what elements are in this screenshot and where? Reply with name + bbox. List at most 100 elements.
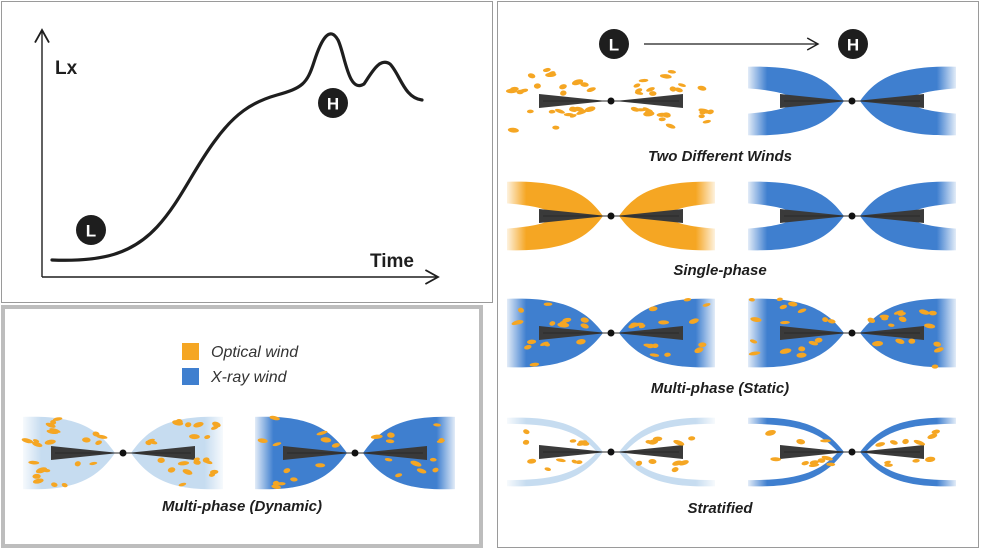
- optical-wind-clump: [801, 461, 809, 466]
- optical-wind-clump: [814, 337, 823, 343]
- optical-wind-clump: [526, 109, 534, 114]
- optical-wind-clump: [817, 458, 826, 463]
- optical-wind-clump: [527, 73, 536, 79]
- optical-wind-clump: [177, 461, 190, 466]
- compact-object: [351, 449, 359, 457]
- optical-wind-clump: [638, 78, 649, 83]
- optical-wind-clump: [51, 482, 58, 488]
- optical-wind-clump: [902, 438, 909, 445]
- optical-wind-clump: [694, 347, 704, 354]
- optical-wind-clump: [527, 458, 537, 464]
- optical-wind-clump: [385, 439, 395, 444]
- optical-wind-clump: [544, 467, 552, 472]
- optical-wind-clump: [888, 323, 895, 327]
- compact-object: [848, 448, 856, 456]
- optical-wind-clump: [649, 353, 660, 357]
- optical-wind-clump: [533, 83, 541, 89]
- optical-wind-clump: [522, 439, 530, 445]
- compact-object: [848, 212, 856, 220]
- compact-object: [848, 97, 856, 105]
- scenario-caption: Multi-phase (Static): [651, 380, 789, 397]
- optical-wind-swatch: [182, 343, 199, 360]
- wind-right-lobe: [856, 298, 956, 369]
- scenario-single-phase: [507, 181, 956, 251]
- low-state-wind: [507, 181, 715, 251]
- optical-wind-clump: [928, 310, 937, 316]
- optical-wind-clump: [204, 435, 211, 440]
- optical-wind-clump: [52, 417, 63, 421]
- optical-wind-clump: [272, 480, 280, 486]
- low-state-wind: [505, 67, 714, 133]
- optical-wind-clump: [560, 90, 567, 96]
- optical-wind-clump: [648, 306, 658, 312]
- optical-wind-clump: [45, 422, 56, 428]
- optical-wind-clump: [557, 322, 570, 328]
- optical-wind-clump: [387, 432, 395, 438]
- optical-wind-clump: [931, 429, 940, 435]
- optical-wind-clump: [698, 342, 707, 348]
- optical-wind-clump: [580, 317, 589, 323]
- legend-panel: Optical wind X-ray wind Multi-phase (Dyn…: [1, 305, 483, 548]
- optical-wind-clump: [683, 298, 692, 302]
- optical-wind-clump: [580, 323, 589, 329]
- wind-left-lobe: [255, 415, 351, 490]
- optical-wind-clump: [178, 482, 187, 487]
- svg-text:L: L: [609, 36, 619, 55]
- optical-wind-clump: [507, 127, 519, 133]
- optical-wind-clump: [884, 460, 891, 464]
- compact-object: [607, 448, 615, 456]
- optical-wind-clump: [571, 459, 578, 464]
- low-state-wind: [501, 417, 721, 487]
- optical-wind-clump: [702, 303, 711, 307]
- optical-wind-clump: [395, 473, 403, 478]
- optical-wind-clump: [370, 434, 383, 439]
- optical-wind-clump: [931, 364, 939, 369]
- optical-wind-clump: [667, 70, 677, 74]
- svg-text:L: L: [86, 222, 96, 241]
- optical-wind-clump: [46, 429, 59, 435]
- optical-wind-clump: [203, 459, 213, 465]
- optical-wind-clump: [659, 74, 672, 79]
- compact-object: [848, 329, 856, 337]
- optical-wind-clump: [32, 473, 41, 479]
- optical-wind-clump: [628, 323, 637, 329]
- optical-wind-clump: [157, 457, 165, 463]
- optical-wind-clump: [688, 318, 699, 324]
- optical-wind-clump: [925, 456, 936, 463]
- optical-wind-clump: [569, 439, 577, 443]
- optical-wind-clump: [92, 431, 100, 437]
- optical-wind-clump: [571, 79, 584, 86]
- optical-wind-clump: [826, 462, 836, 467]
- optical-wind-clump: [933, 341, 942, 347]
- optical-wind-clump: [671, 467, 679, 473]
- x-axis-label: Time: [370, 251, 414, 272]
- optical-wind-clump: [875, 442, 886, 447]
- svg-text:H: H: [327, 95, 339, 114]
- optical-wind-clump: [505, 88, 518, 94]
- optical-wind-clump: [645, 440, 653, 444]
- optical-wind-clump: [634, 108, 647, 112]
- optical-wind-clump: [584, 106, 596, 112]
- low-state-badge: L: [599, 29, 629, 59]
- optical-wind-clump: [895, 338, 905, 345]
- optical-wind-clump: [927, 433, 938, 439]
- optical-wind-clump: [934, 347, 944, 353]
- optical-wind-clump: [147, 438, 155, 443]
- optical-wind-clump: [643, 111, 655, 117]
- optical-wind-clump: [167, 467, 176, 473]
- optical-wind-clump: [82, 437, 91, 443]
- optical-wind-clump: [320, 437, 332, 443]
- optical-wind-clump: [28, 460, 40, 465]
- optical-wind-clump: [872, 341, 884, 347]
- scenario-caption: Two Different Winds: [648, 148, 792, 165]
- optical-wind-clump: [44, 439, 56, 445]
- optical-wind-clump: [559, 84, 567, 90]
- optical-wind-clump: [664, 352, 671, 357]
- dynamic-panel-drawing: Optical wind X-ray wind Multi-phase (Dyn…: [21, 343, 455, 515]
- optical-wind-clump: [648, 458, 657, 465]
- optical-wind-clump: [540, 341, 549, 346]
- optical-wind-clump: [879, 314, 890, 319]
- optical-wind-clump: [576, 339, 586, 345]
- optical-wind-clump: [658, 320, 670, 325]
- dynamic-wind-low: [21, 416, 223, 490]
